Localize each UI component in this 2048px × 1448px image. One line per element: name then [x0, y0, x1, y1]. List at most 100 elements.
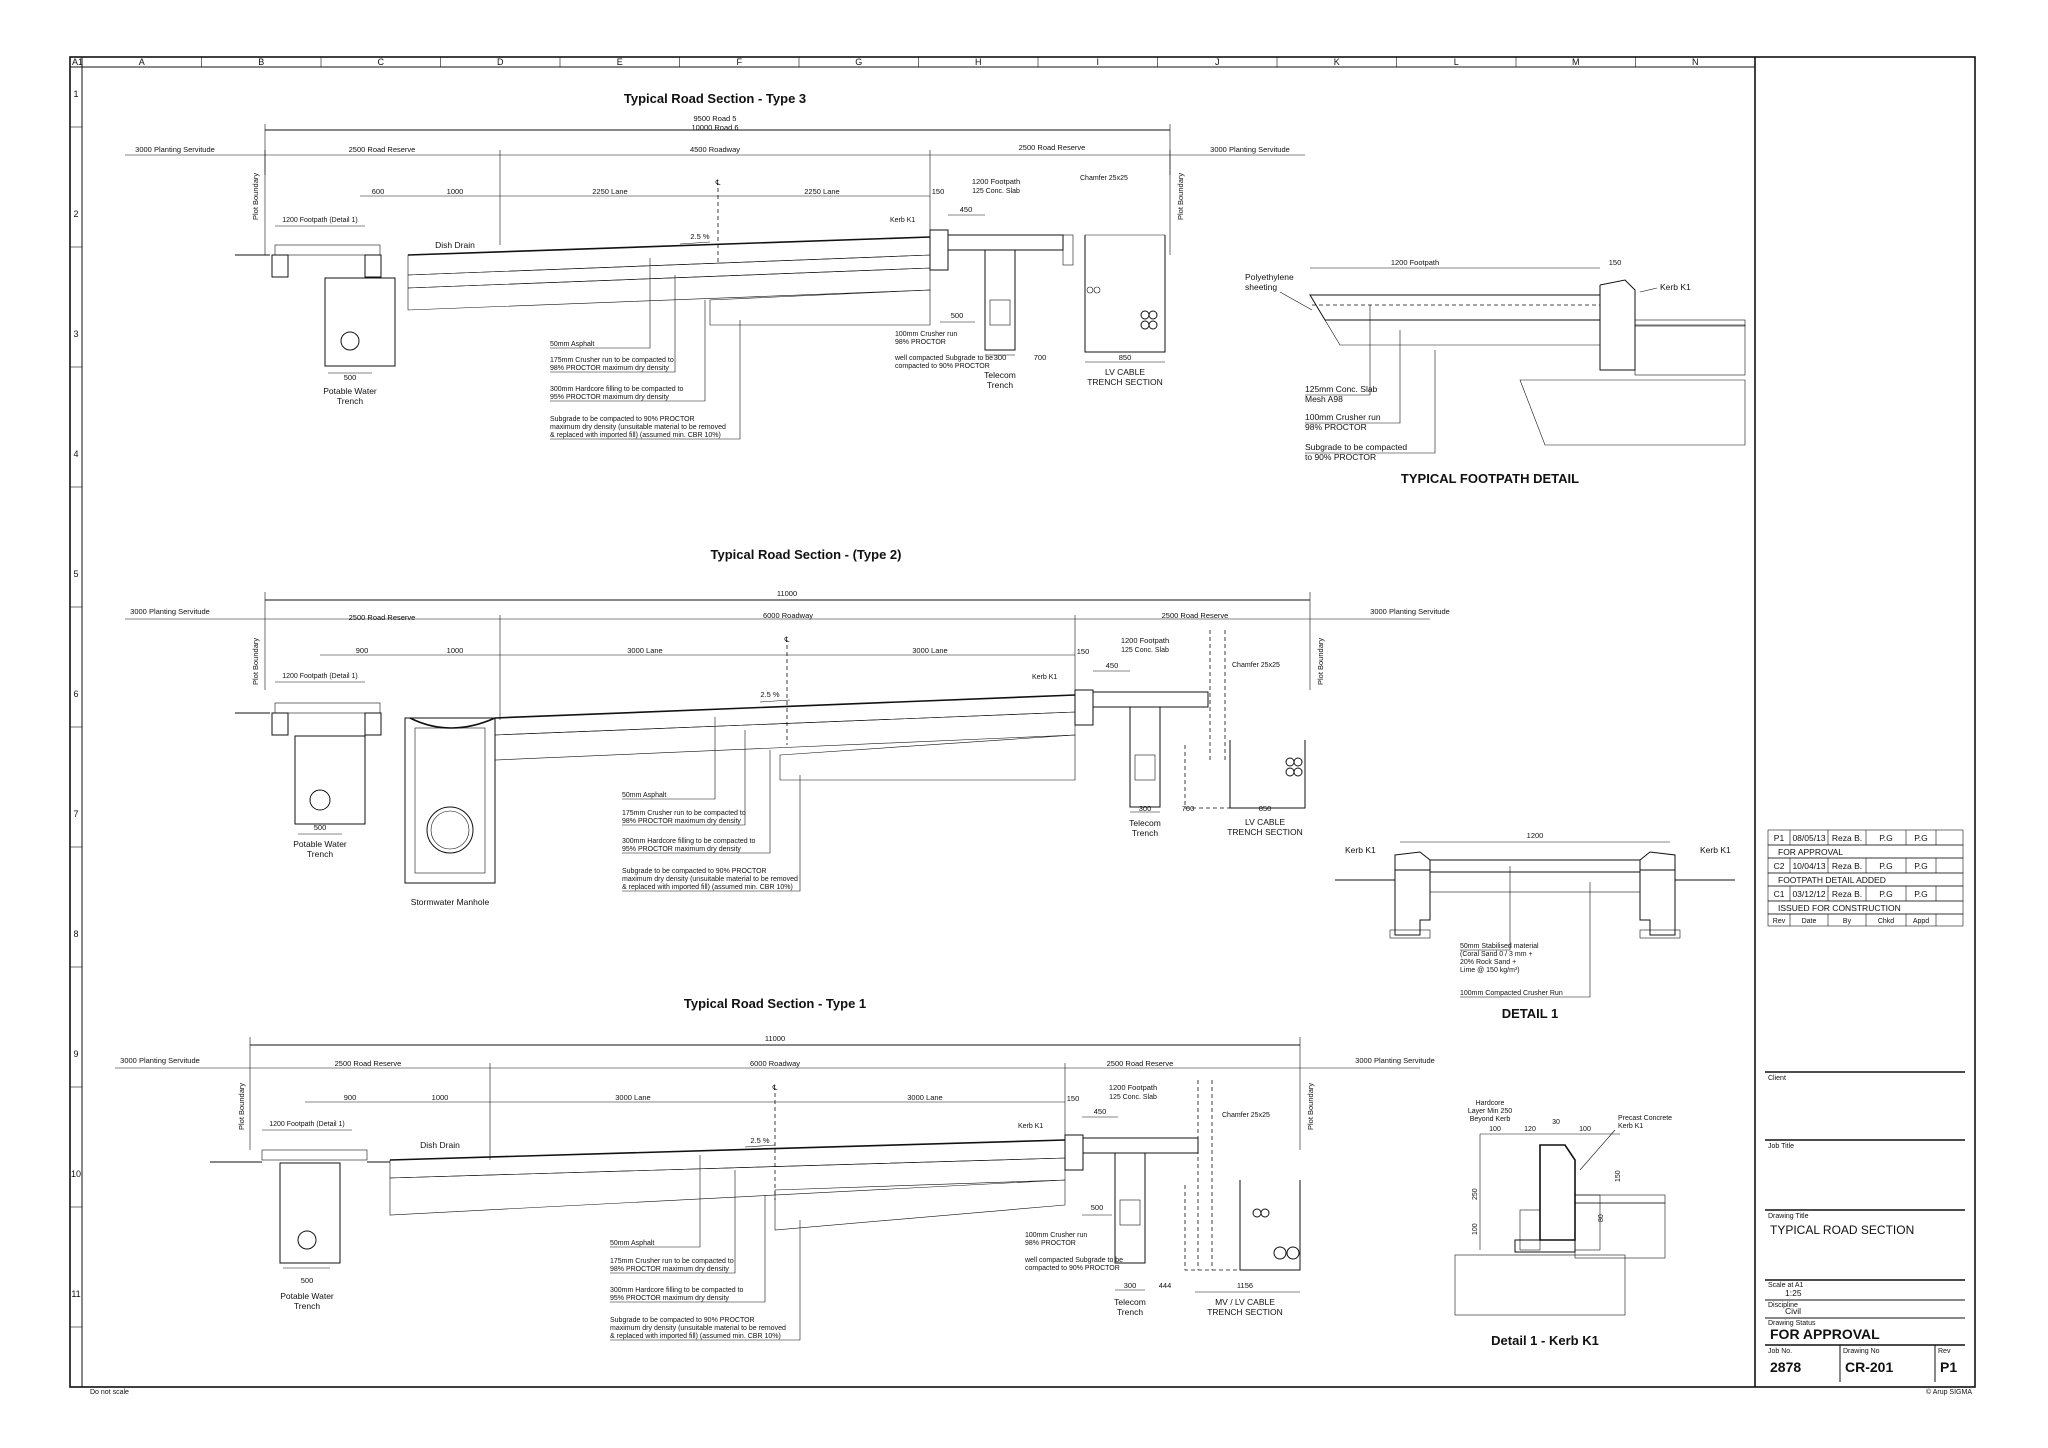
- t3-note-subgrade-1: Subgrade to be compacted to 90% PROCTOR: [550, 416, 695, 423]
- rev-date: 03/12/12: [1792, 889, 1825, 899]
- t2-note-crusher-1: 175mm Crusher run to be compacted to: [622, 810, 746, 817]
- column-label: E: [617, 57, 623, 67]
- t1-plot-boundary-right: Plot Boundary: [1306, 1083, 1315, 1130]
- t3-reserve-right: 2500 Road Reserve: [1019, 143, 1086, 152]
- t3-overall-road5: 9500 Road 5: [694, 114, 737, 123]
- t3-potable-label: Potable Water: [323, 386, 377, 396]
- rev-chkd: P.G: [1879, 889, 1893, 899]
- t1-footpath-detail1: 1200 Footpath (Detail 1): [269, 1121, 345, 1128]
- t1-slope: 2.5 %: [750, 1136, 770, 1145]
- t1-dim-444: 444: [1159, 1281, 1172, 1290]
- t3-roadway: 4500 Roadway: [690, 145, 740, 154]
- tb-rev: P1: [1940, 1359, 1957, 1375]
- row-label: 8: [73, 929, 78, 939]
- column-label: L: [1454, 57, 1459, 67]
- fp-kerb: Kerb K1: [1660, 282, 1691, 292]
- tb-drawing-no: CR-201: [1845, 1359, 1893, 1375]
- t2-telecom: Telecom: [1129, 818, 1161, 828]
- t3-telecom-trench: Trench: [987, 380, 1013, 390]
- tb-discipline: Civil: [1785, 1306, 1801, 1316]
- t3-note-wellcomp-1: well compacted Subgrade to be: [894, 355, 993, 362]
- t1-potable-label: Potable Water: [280, 1291, 334, 1301]
- revision-header: Chkd: [1878, 918, 1894, 925]
- kd-hard-3: Beyond Kerb: [1470, 1116, 1511, 1123]
- kd-hard-2: Layer Min 250: [1468, 1108, 1512, 1115]
- tb-client-label: Client: [1768, 1075, 1786, 1082]
- t3-overall-road6: 10000 Road 6: [691, 123, 738, 132]
- tb-drawing-no-label: Drawing No: [1843, 1348, 1880, 1355]
- t3-dim-300: 300: [994, 353, 1007, 362]
- t1-dim-300: 300: [1124, 1281, 1137, 1290]
- t1-note-wellcomp-1: well compacted Subgrade to be: [1024, 1257, 1123, 1264]
- rev-by: Reza B.: [1832, 833, 1862, 843]
- tb-job-title-label: Job Title: [1768, 1143, 1794, 1150]
- rev-chkd: P.G: [1879, 833, 1893, 843]
- t3-note-subgrade-2: maximum dry density (unsuitable material…: [550, 424, 726, 431]
- t2-manhole: Stormwater Manhole: [411, 897, 490, 907]
- t3-lv-trench-section: TRENCH SECTION: [1087, 377, 1163, 387]
- t2-slope: 2.5 %: [760, 690, 780, 699]
- column-label: J: [1215, 57, 1220, 67]
- rev-description: FOOTPATH DETAIL ADDED: [1778, 875, 1886, 885]
- t1-lane-left: 3000 Lane: [615, 1093, 650, 1102]
- t2-dim-700: 700: [1182, 804, 1195, 813]
- t1-note-subgrade-2: maximum dry density (unsuitable material…: [610, 1325, 786, 1332]
- d1-kerb-right: Kerb K1: [1700, 845, 1731, 855]
- t3-plot-boundary-left: Plot Boundary: [251, 173, 260, 220]
- sheet-frame: [69, 56, 1976, 1388]
- d1-stab-2: (Coral Sand 0 / 3 mm +: [1460, 951, 1533, 958]
- tb-discipline-label: Discipline: [1768, 1302, 1798, 1309]
- t2-dim-850: 850: [1259, 804, 1272, 813]
- d1-kerb-left: Kerb K1: [1345, 845, 1376, 855]
- t3-footpath: 1200 Footpath: [972, 177, 1020, 186]
- t3-dim-500-potable: 500: [344, 373, 357, 382]
- tb-drawing-title: TYPICAL ROAD SECTION: [1770, 1223, 1914, 1237]
- row-label: 5: [73, 569, 78, 579]
- t2-lv-cable: LV CABLE: [1245, 817, 1285, 827]
- t3-note-fp-crusher-1: 100mm Crusher run: [895, 331, 957, 338]
- sheet-size-mark: A1: [72, 57, 83, 67]
- t3-conc-slab: 125 Conc. Slab: [972, 188, 1020, 195]
- fp-sub-2: to 90% PROCTOR: [1305, 452, 1376, 462]
- t2-note-asphalt: 50mm Asphalt: [622, 792, 666, 799]
- revision-header-row: [1767, 913, 1964, 927]
- kd-dim-100a: 100: [1489, 1126, 1501, 1133]
- t3-dim-1000: 1000: [447, 187, 464, 196]
- t2-note-hardcore-2: 95% PROCTOR maximum dry density: [622, 846, 741, 853]
- t1-plot-boundary-left: Plot Boundary: [237, 1083, 246, 1130]
- t2-dim-900: 900: [356, 646, 369, 655]
- fp-dim-150: 150: [1609, 258, 1622, 267]
- t2-planting-right: 3000 Planting Servitude: [1370, 607, 1450, 616]
- t3-slope: 2.5 %: [690, 232, 710, 241]
- t2-dim-150: 150: [1077, 647, 1090, 656]
- t2-overall: 11000: [777, 589, 797, 598]
- t2-note-hardcore-1: 300mm Hardcore filling to be compacted t…: [622, 838, 756, 845]
- t3-note-subgrade-3: & replaced with imported fill) (assumed …: [550, 432, 721, 439]
- rev-description: ISSUED FOR CONSTRUCTION: [1778, 903, 1901, 913]
- t2-centreline: ℄: [784, 635, 791, 644]
- tb-job-no: 2878: [1770, 1359, 1801, 1375]
- t1-note-fp-crusher-1: 100mm Crusher run: [1025, 1232, 1087, 1239]
- kd-dim-150: 150: [1615, 1170, 1622, 1182]
- t1-dim-500-potable: 500: [301, 1276, 314, 1285]
- row-label: 1: [73, 89, 78, 99]
- revision-header: Date: [1802, 918, 1817, 925]
- t1-mvlv-cable: MV / LV CABLE: [1215, 1297, 1275, 1307]
- t1-note-fp-crusher-2: 98% PROCTOR: [1025, 1240, 1076, 1247]
- tb-status-label: Drawing Status: [1768, 1320, 1816, 1327]
- t2-plot-boundary-right: Plot Boundary: [1316, 638, 1325, 685]
- column-label: A: [139, 57, 145, 67]
- t1-dim-1156: 1156: [1237, 1281, 1253, 1290]
- kd-dim-100b: 100: [1579, 1126, 1591, 1133]
- d1-crusher: 100mm Compacted Crusher Run: [1460, 990, 1563, 997]
- detail-1: 1200 Kerb K1 Kerb K1 50mm Stabilised mat…: [1335, 831, 1735, 1021]
- t1-potable-trench: Trench: [294, 1301, 320, 1311]
- kd-precast-2: Kerb K1: [1618, 1123, 1643, 1130]
- t2-kerb: Kerb K1: [1032, 674, 1057, 681]
- revision-header: Rev: [1773, 918, 1786, 925]
- t3-lane-right: 2250 Lane: [804, 187, 839, 196]
- t2-lv-trench-section: TRENCH SECTION: [1227, 827, 1303, 837]
- t2-potable-label: Potable Water: [293, 839, 347, 849]
